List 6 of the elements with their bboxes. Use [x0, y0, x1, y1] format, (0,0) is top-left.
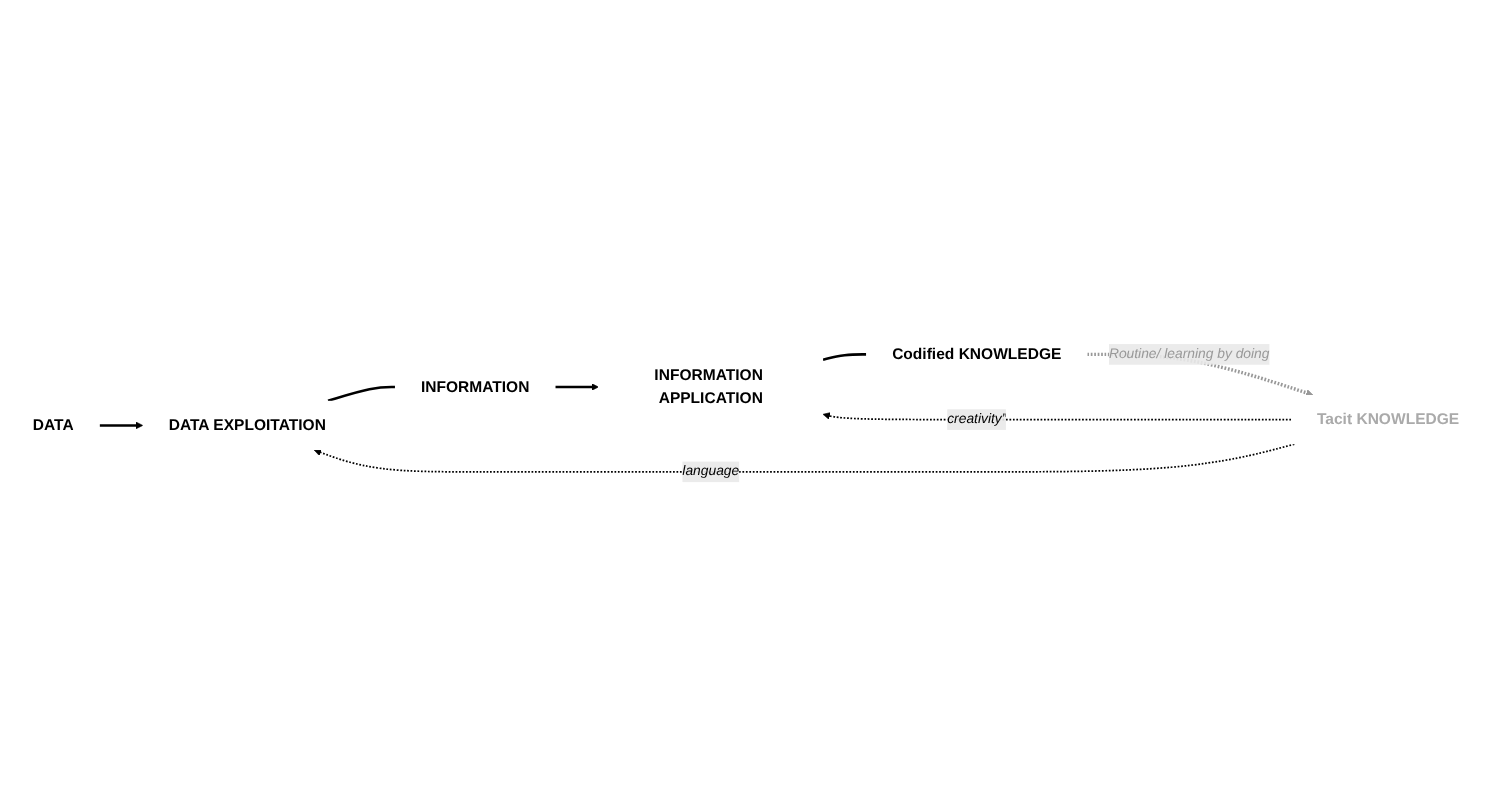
arrow [99, 421, 144, 430]
arrow [313, 443, 1296, 473]
connector [327, 385, 395, 403]
arrow [822, 412, 1292, 421]
connector [822, 353, 867, 361]
arrow [555, 383, 599, 391]
